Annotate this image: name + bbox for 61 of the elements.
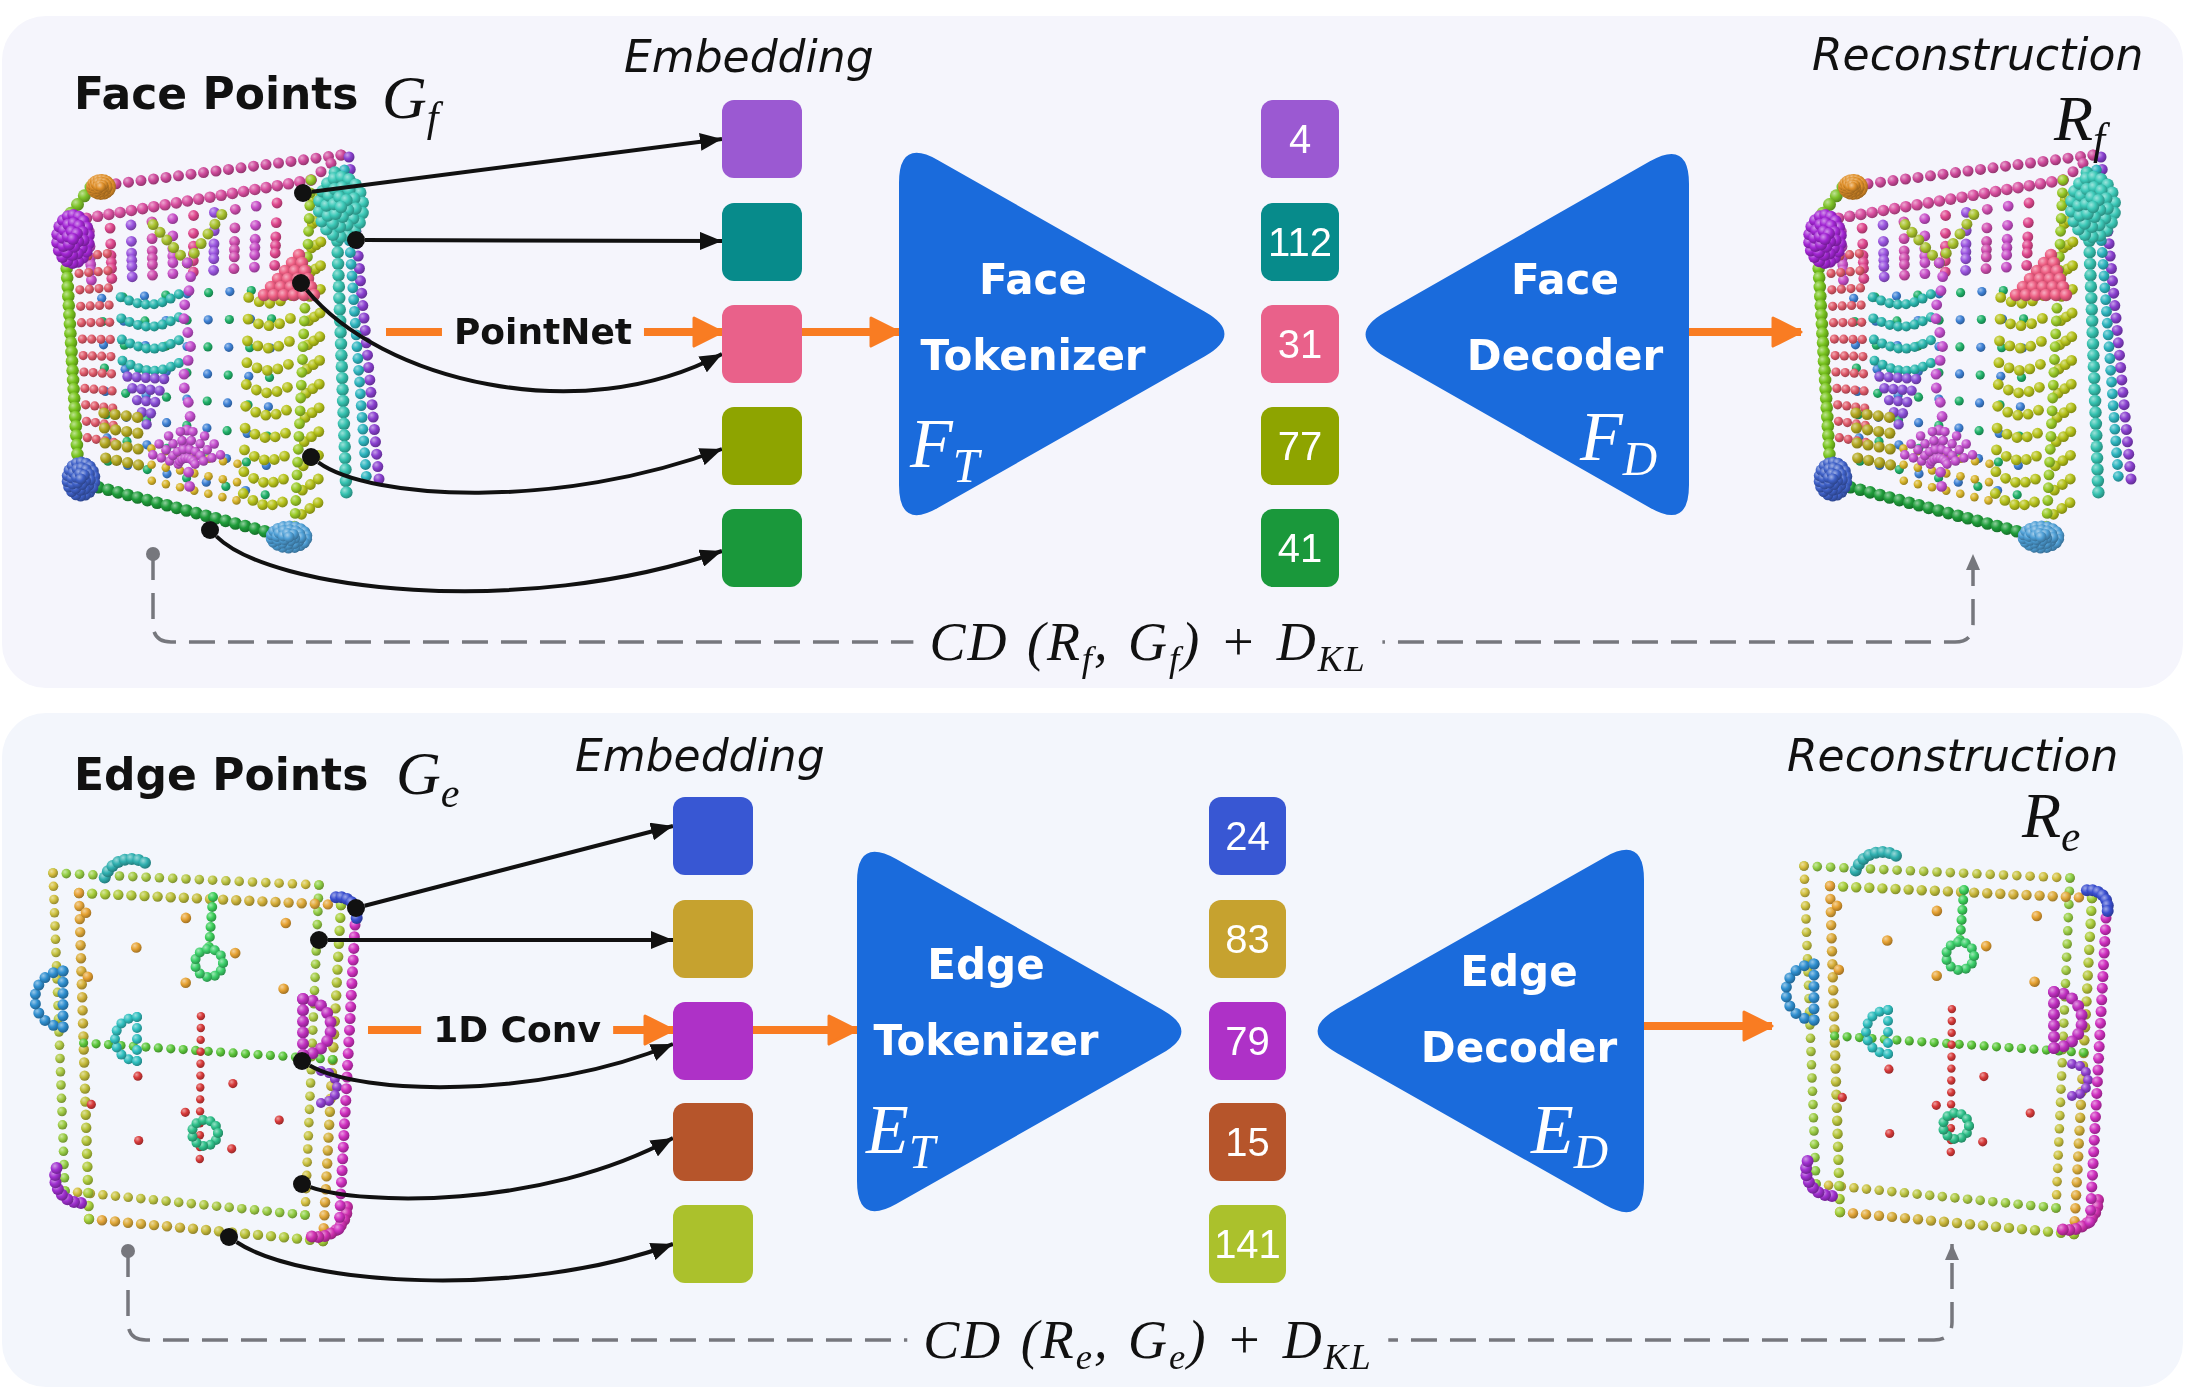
embedding-tile <box>673 1002 753 1080</box>
thick-arrow <box>1689 316 1803 348</box>
embedding-tile <box>673 1103 753 1181</box>
block-title: Edge Decoder <box>1420 946 1618 1074</box>
embedding-tile <box>722 203 802 281</box>
math-symbol: F$_{T}$ <box>910 404 983 493</box>
token-tile: 41 <box>1261 509 1339 587</box>
anchor-dot <box>293 1052 311 1070</box>
arrow <box>328 931 673 949</box>
arrow <box>311 132 723 194</box>
token-tile: 77 <box>1261 407 1339 485</box>
block-title: Face Decoder <box>1466 254 1664 382</box>
math-symbol: E$_{D}$ <box>1531 1090 1610 1179</box>
anchor-dot <box>201 521 219 539</box>
arrow <box>309 1042 674 1089</box>
token-tile: 4 <box>1261 100 1339 178</box>
column-heading: Embedding <box>575 730 825 783</box>
anchor-dot <box>310 931 328 949</box>
arrow <box>215 534 723 594</box>
thick-arrow <box>753 1014 859 1046</box>
embedding-tile <box>722 305 802 383</box>
arrow <box>365 231 722 250</box>
anchor-dot <box>292 274 310 292</box>
math-symbol: G$_{f}$ <box>382 54 449 141</box>
anchor-dot <box>220 1228 238 1246</box>
embedding-tile <box>722 100 802 178</box>
math-symbol: G$_{e}$ <box>396 738 461 817</box>
anchor-dot <box>347 231 365 249</box>
arrow <box>305 288 723 394</box>
token-tile: 15 <box>1209 1103 1286 1181</box>
panel <box>2 16 2183 688</box>
arrow <box>317 447 723 495</box>
point-cloud-picture <box>49 147 386 554</box>
token-tile: 24 <box>1209 797 1286 875</box>
column-heading: Embedding <box>624 31 874 84</box>
math-symbol: F$_{D}$ <box>1580 397 1659 486</box>
panel <box>2 713 2183 1387</box>
arrow <box>364 822 674 908</box>
section-heading: Face Points <box>74 68 359 121</box>
anchor-dot <box>302 448 320 466</box>
token-tile: 141 <box>1209 1205 1286 1283</box>
arrow <box>235 1240 674 1283</box>
embedding-tile <box>722 509 802 587</box>
anchor-dot <box>347 899 365 917</box>
arrow <box>309 1136 674 1201</box>
token-tile: 31 <box>1261 305 1339 383</box>
token-tile: 79 <box>1209 1002 1286 1080</box>
anchor-dot <box>293 1175 311 1193</box>
section-heading: Edge Points <box>74 749 369 802</box>
math-symbol: E$_{T}$ <box>866 1090 939 1179</box>
token-tile: 83 <box>1209 900 1286 978</box>
anchor-dot <box>294 184 312 202</box>
block-title: Face Tokenizer <box>920 254 1146 382</box>
token-tile: 112 <box>1261 203 1339 281</box>
block-title: Edge Tokenizer <box>873 939 1099 1067</box>
thick-arrow <box>1644 1010 1774 1042</box>
embedding-tile <box>673 900 753 978</box>
thick-arrow <box>802 316 901 348</box>
embedding-tile <box>673 1205 753 1283</box>
embedding-tile <box>722 407 802 485</box>
embedding-tile <box>673 797 753 875</box>
